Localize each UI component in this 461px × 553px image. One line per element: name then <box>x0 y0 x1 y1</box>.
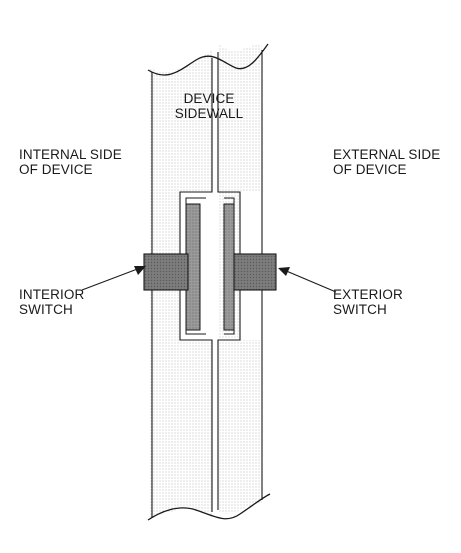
sidewall-break-bottom <box>147 493 271 521</box>
external-side-label: EXTERNAL SIDE OF DEVICE <box>333 147 441 177</box>
interior-switch-label: INTERIOR SWITCH <box>19 287 85 317</box>
exterior-switch-label: EXTERIOR SWITCH <box>333 287 403 317</box>
internal-side-label: INTERNAL SIDE OF DEVICE <box>19 147 122 177</box>
sidewall-left-half <box>150 50 212 520</box>
sidewall-break-top <box>147 43 269 76</box>
interior-switch-block <box>143 253 189 291</box>
exterior-switch-block <box>233 253 277 291</box>
interior-switch-arrow <box>81 266 146 291</box>
exterior-switch-arrow <box>278 267 337 293</box>
device-sidewall-label: DEVICE SIDEWALL <box>174 91 244 121</box>
exterior-switch-plate <box>223 203 235 331</box>
